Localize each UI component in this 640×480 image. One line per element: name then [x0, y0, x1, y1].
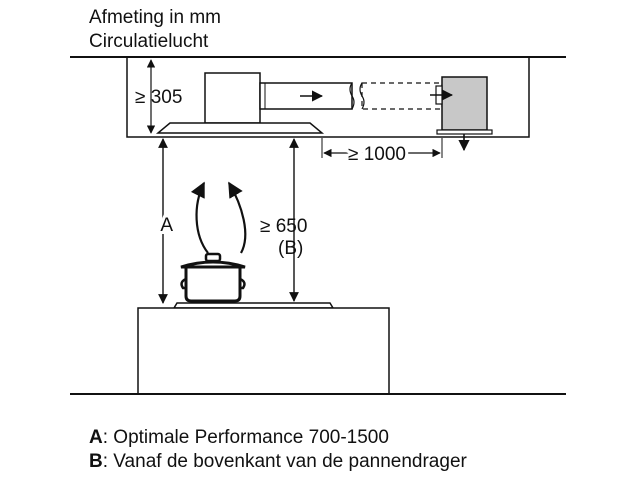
height-a-label: A — [160, 215, 173, 236]
min-height-label: ≥ 650 — [260, 216, 307, 237]
legend-a-text: : Optimale Performance 700-1500 — [102, 427, 389, 448]
duct-break-left — [349, 82, 355, 110]
pot-lid — [180, 260, 246, 269]
legend-b: B: Vanaf de bovenkant van de pannendrage… — [89, 451, 467, 473]
hood-canopy — [155, 122, 325, 134]
steam-arrow-left — [190, 181, 209, 254]
legend-a-key: A — [89, 427, 103, 448]
duct-distance-label: ≥ 1000 — [348, 144, 406, 165]
diagram-title: Afmeting in mm — [89, 7, 221, 28]
recirculation-module — [441, 76, 488, 131]
kitchen-counter — [137, 307, 390, 395]
legend-b-text: : Vanaf de bovenkant van de pannendrager — [102, 451, 467, 472]
module-base — [436, 129, 493, 135]
pot-handle-right — [239, 277, 246, 290]
ceiling-enclosure — [126, 56, 530, 138]
legend-a: A: Optimale Performance 700-1500 — [89, 427, 389, 449]
diagram-subtitle: Circulatielucht — [89, 31, 209, 52]
ceiling-gap-label: ≥ 305 — [135, 87, 182, 108]
duct-extension — [361, 82, 443, 110]
hood-motor-box — [204, 72, 261, 124]
min-height-reference: (B) — [278, 238, 303, 259]
steam-arrow-right — [228, 181, 247, 254]
legend-b-key: B — [89, 451, 103, 472]
pot-handle-left — [180, 277, 187, 290]
cooking-pot-icon — [184, 265, 242, 303]
pot-lid-knob — [204, 252, 222, 263]
